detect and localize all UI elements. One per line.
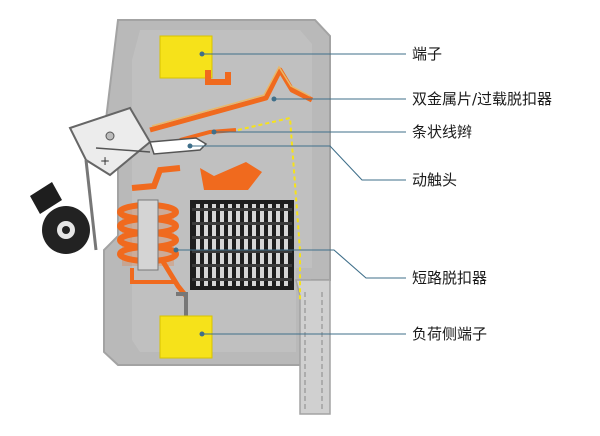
fixed-contact bbox=[200, 162, 262, 190]
din-rail-clip bbox=[295, 279, 331, 415]
toggle-knob bbox=[30, 182, 90, 254]
load-copper bbox=[176, 292, 188, 316]
arc-plate-slot bbox=[192, 264, 292, 267]
arc-chute bbox=[190, 200, 294, 290]
arc-plate bbox=[276, 204, 280, 286]
leader-lines bbox=[176, 53, 406, 335]
arc-plate bbox=[236, 204, 240, 286]
svg-text:+: + bbox=[100, 154, 110, 168]
arc-plate bbox=[260, 204, 264, 286]
arc-plate bbox=[196, 204, 200, 286]
arc-plate bbox=[268, 204, 272, 286]
label-terminal: 端子 bbox=[412, 45, 442, 63]
label-strip-wire: 条状线辫 bbox=[412, 123, 472, 141]
label-load-terminal: 负荷侧端子 bbox=[412, 325, 487, 343]
leader-moving-contact bbox=[190, 145, 406, 181]
label-moving-contact: 动触头 bbox=[412, 171, 457, 189]
strip-wire-path bbox=[237, 116, 301, 300]
bimetal-strip bbox=[149, 67, 314, 133]
short-circuit-coil bbox=[117, 165, 188, 298]
terminal-block bbox=[159, 35, 213, 79]
leader-short-circuit bbox=[176, 249, 406, 279]
strip-braid bbox=[179, 128, 237, 142]
arc-plate bbox=[204, 204, 208, 286]
operating-mechanism: + bbox=[68, 106, 152, 177]
arc-plate-slot bbox=[192, 250, 292, 253]
moving-contact bbox=[148, 137, 208, 155]
arc-plate bbox=[212, 204, 216, 286]
arc-plate-slot bbox=[192, 278, 292, 281]
arc-plate-slot bbox=[192, 208, 292, 211]
terminal-copper-link bbox=[205, 70, 231, 85]
arc-plate bbox=[284, 204, 288, 286]
arc-plate bbox=[220, 204, 224, 286]
arc-plate-slot bbox=[192, 222, 292, 225]
arc-plate-slot bbox=[192, 236, 292, 239]
load-terminal-block bbox=[159, 315, 213, 359]
bimetal-strip-inner bbox=[151, 65, 311, 127]
link-rod bbox=[84, 159, 98, 251]
arc-plate bbox=[244, 204, 248, 286]
arc-plate bbox=[252, 204, 256, 286]
label-short-circuit-trip: 短路脱扣器 bbox=[412, 269, 487, 287]
arc-plate bbox=[228, 204, 232, 286]
label-bimetal-trip: 双金属片/过载脱扣器 bbox=[412, 90, 552, 108]
